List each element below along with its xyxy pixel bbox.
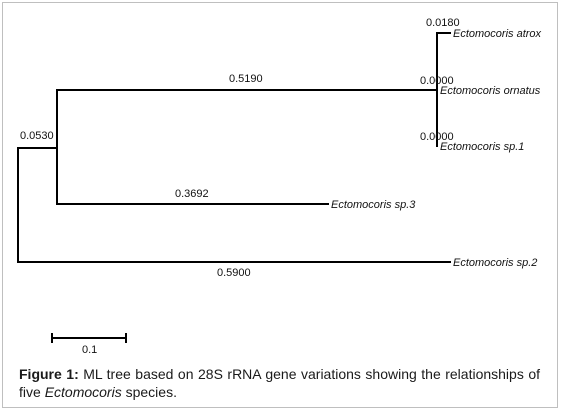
caption-text-end: species. xyxy=(121,384,177,400)
caption-label: Figure 1: xyxy=(19,366,79,382)
branch-length-sp3: 0.3692 xyxy=(175,188,209,200)
taxon-label-atrox: Ectomocoris atrox xyxy=(453,28,542,40)
taxon-label-sp1: Ectomocoris sp.1 xyxy=(440,141,524,153)
scale-bar-label: 0.1 xyxy=(82,344,97,356)
figure-caption: Figure 1: ML tree based on 28S rRNA gene… xyxy=(19,365,540,401)
branch-length-sp2: 0.5900 xyxy=(217,267,251,279)
branch-length-ornatus: 0.0000 xyxy=(420,75,454,87)
taxon-label-sp2: Ectomocoris sp.2 xyxy=(453,257,537,269)
caption-text: ML tree based on 28S rRNA gene variation… xyxy=(19,366,541,400)
branch-length-sp1: 0.0000 xyxy=(420,131,454,143)
phylogenetic-tree: 0.0180 0.0000 0.0000 0.5190 0.0530 0.369… xyxy=(17,17,542,356)
caption-genus: Ectomocoris xyxy=(44,384,122,400)
branch-length-atrox: 0.0180 xyxy=(426,17,460,29)
taxon-label-sp3: Ectomocoris sp.3 xyxy=(331,199,416,211)
scale-bar: 0.1 xyxy=(51,333,127,356)
branch-length-root-to-clade: 0.0530 xyxy=(20,130,54,142)
taxon-label-ornatus: Ectomocoris ornatus xyxy=(440,85,541,97)
branch-length-clade-to-ornatus-group: 0.5190 xyxy=(229,73,263,85)
